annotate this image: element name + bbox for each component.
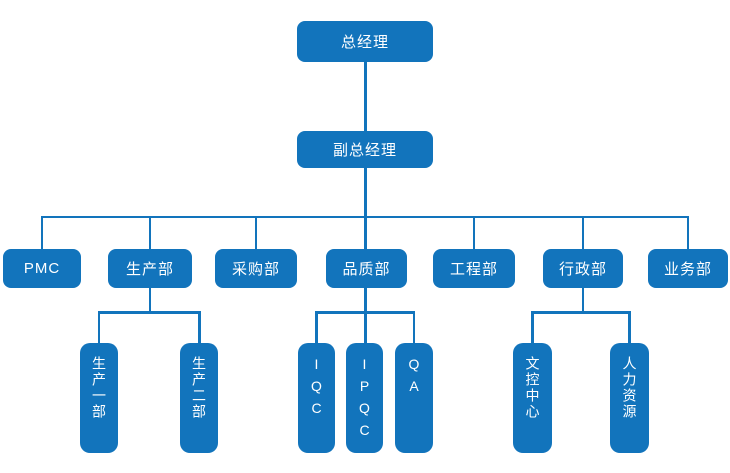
connector-line bbox=[315, 311, 416, 314]
connector-line bbox=[531, 311, 631, 314]
connector-line bbox=[472, 215, 476, 250]
org-node-admin: 行政部 bbox=[543, 249, 623, 288]
connector-line bbox=[97, 311, 101, 343]
org-node-quality: 品质部 bbox=[326, 249, 407, 288]
org-node-production-2: 生产二部 bbox=[180, 343, 218, 453]
connector-line bbox=[412, 311, 416, 343]
org-node-label: QA bbox=[406, 356, 422, 400]
org-node-doc-control: 文控中心 bbox=[513, 343, 552, 453]
org-node-label: 文控中心 bbox=[524, 356, 541, 420]
connector-line bbox=[40, 215, 44, 250]
org-node-iqc: IQC bbox=[298, 343, 335, 453]
org-node-general-manager: 总经理 bbox=[297, 21, 433, 62]
org-node-hr: 人力资源 bbox=[610, 343, 649, 453]
connector-line bbox=[531, 311, 534, 343]
connector-line bbox=[364, 167, 367, 217]
org-node-pmc: PMC bbox=[3, 249, 81, 288]
connector-line bbox=[628, 311, 631, 343]
connector-line bbox=[364, 215, 367, 250]
org-node-label: 生产一部 bbox=[91, 356, 107, 420]
org-node-label: IPQC bbox=[356, 356, 373, 444]
connector-line bbox=[315, 311, 318, 343]
org-node-purchasing: 采购部 bbox=[215, 249, 297, 288]
org-node-production: 生产部 bbox=[108, 249, 192, 288]
connector-line bbox=[148, 215, 152, 250]
connector-line bbox=[148, 288, 152, 313]
connector-line bbox=[686, 215, 690, 250]
connector-line bbox=[97, 311, 201, 314]
connector-line bbox=[198, 311, 201, 343]
org-node-label: 人力资源 bbox=[621, 356, 638, 420]
org-node-deputy-general-manager: 副总经理 bbox=[297, 131, 433, 168]
org-node-ipqc: IPQC bbox=[346, 343, 383, 453]
org-node-label: IQC bbox=[308, 356, 325, 422]
connector-line bbox=[364, 61, 367, 132]
connector-line bbox=[581, 288, 585, 313]
connector-line bbox=[364, 288, 367, 343]
org-node-qa: QA bbox=[395, 343, 433, 453]
org-node-production-1: 生产一部 bbox=[80, 343, 118, 453]
connector-line bbox=[254, 215, 258, 250]
org-node-label: 生产二部 bbox=[191, 356, 207, 420]
connector-line bbox=[581, 215, 585, 250]
org-node-business: 业务部 bbox=[648, 249, 728, 288]
org-node-engineering: 工程部 bbox=[433, 249, 515, 288]
